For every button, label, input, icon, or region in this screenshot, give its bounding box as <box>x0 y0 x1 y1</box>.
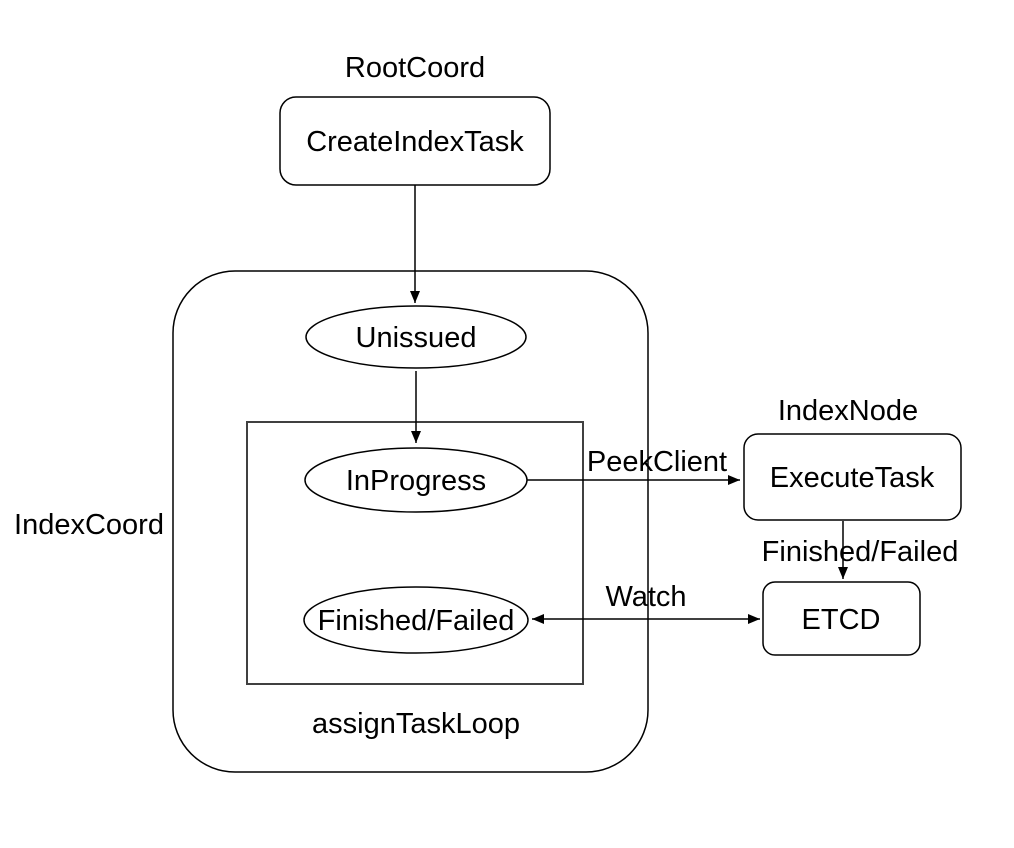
finished-failed-node <box>303 586 529 654</box>
index-node-label: IndexNode <box>778 395 918 427</box>
finished-failed-edge-label: Finished/Failed <box>762 536 959 568</box>
index-coord-label: IndexCoord <box>14 509 164 541</box>
etcd-label: ETCD <box>802 604 881 636</box>
create-index-task-node <box>279 96 551 186</box>
peek-client-edge-label: PeekClient <box>587 446 727 478</box>
assign-task-loop-label: assignTaskLoop <box>312 708 520 740</box>
finished-failed-state-label: Finished/Failed <box>318 605 515 637</box>
in-progress-label: InProgress <box>346 465 486 497</box>
execute-task-label: ExecuteTask <box>770 462 935 494</box>
create-index-task-label: CreateIndexTask <box>306 126 524 158</box>
index-coord-container <box>172 270 649 773</box>
in-progress-node <box>304 447 528 513</box>
unissued-node <box>305 305 527 369</box>
unissued-label: Unissued <box>356 322 477 354</box>
assign-task-loop-box <box>246 421 584 685</box>
root-coord-label: RootCoord <box>345 52 485 84</box>
etcd-node <box>762 581 921 656</box>
watch-edge-label: Watch <box>605 581 686 613</box>
execute-task-node <box>743 433 962 521</box>
